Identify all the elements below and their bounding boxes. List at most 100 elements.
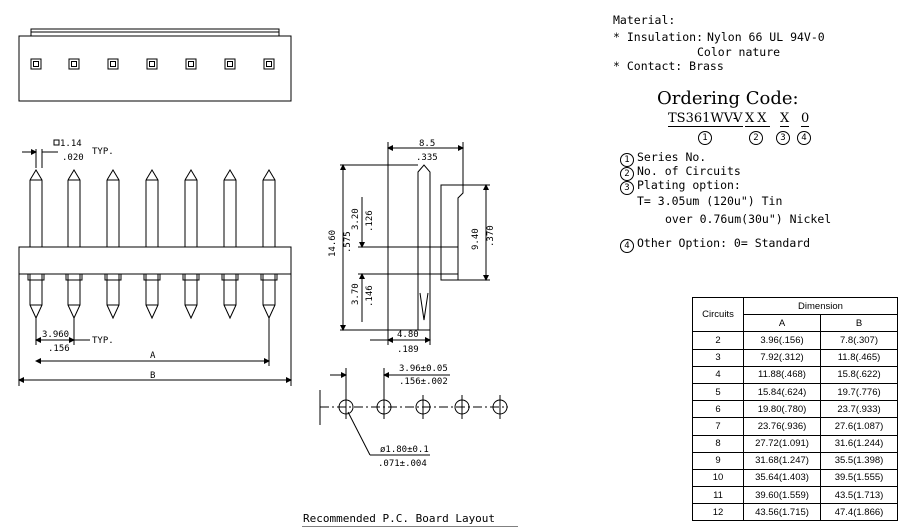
table-cell-circuits: 4 (692, 365, 744, 384)
table-cell-b: 47.4(1.866) (820, 503, 898, 522)
top-view (18, 28, 292, 102)
base-mm: 4.80 (397, 330, 419, 340)
table-header-dimension: Dimension (743, 296, 898, 316)
table-cell-b: 23.7(.933) (820, 400, 898, 419)
table-cell-b: 27.6(1.087) (820, 417, 898, 436)
table-cell-b: 19.7(.776) (820, 382, 898, 402)
hole-dia-mm: ø1.80±0.1 (380, 445, 429, 455)
legend-marker-1: 1 (620, 153, 634, 167)
ordering-plating-field: X (780, 111, 790, 127)
table-cell-b: 11.8(.465) (820, 348, 898, 367)
dim-a-label: A (150, 351, 156, 361)
table-cell-circuits: 12 (692, 503, 744, 522)
table-cell-circuits: 11 (692, 486, 744, 505)
pcb-caption: Recommended P.C. Board Layout (303, 512, 495, 525)
top-pin-square (30, 58, 42, 70)
ordering-marker-2: 2 (749, 131, 763, 145)
ordering-prefix: TS361WVV (668, 111, 743, 127)
table-cell-a: 11.88(.468) (743, 365, 821, 384)
ordering-title: Ordering Code: (657, 88, 799, 109)
pcb-hole (376, 395, 392, 419)
top-pin-square (146, 58, 158, 70)
pitch-typ-label: TYP. (92, 336, 114, 346)
ordering-marker-1: 1 (698, 131, 712, 145)
table-cell-a: 7.92(.312) (743, 348, 821, 367)
table-cell-a: 43.56(1.715) (743, 503, 821, 522)
front-pin (27, 169, 45, 320)
table-cell-b: 7.8(.307) (820, 331, 898, 350)
table-cell-circuits: 8 (692, 434, 744, 453)
height-in: .575 (343, 231, 353, 253)
color-value: Color nature (697, 45, 781, 59)
front-pin (65, 169, 83, 320)
lower-in: .146 (365, 285, 375, 307)
hole-dia-in: .071±.004 (378, 459, 427, 469)
lower-mm: 3.70 (351, 283, 361, 305)
table-cell-circuits: 2 (692, 331, 744, 350)
table-cell-a: 23.76(.936) (743, 417, 821, 436)
front-pin (104, 169, 122, 320)
pcb-layout (302, 368, 518, 527)
pcb-hole (338, 395, 354, 419)
front-pin (143, 169, 161, 320)
table-cell-a: 27.72(1.091) (743, 434, 821, 453)
ordering-dash: - (733, 111, 738, 126)
legend-marker-4: 4 (620, 239, 634, 253)
pcb-pitch-mm: 3.96±0.05 (399, 364, 448, 374)
contact-value: * Contact: Brass (613, 59, 724, 73)
table-cell-circuits: 3 (692, 348, 744, 367)
table-header-circuits: Circuits (692, 296, 744, 333)
table-cell-a: 19.80(.780) (743, 400, 821, 419)
upper-mm: 3.20 (351, 208, 361, 230)
front-pin (260, 169, 278, 320)
top-pin-square (263, 58, 275, 70)
side-view (340, 142, 490, 345)
pcb-hole (415, 395, 431, 419)
table-cell-a: 39.60(1.559) (743, 486, 821, 505)
table-cell-circuits: 9 (692, 451, 744, 470)
insulation-label: * Insulation: (613, 30, 704, 44)
legend-plating-nickel: over 0.76um(30u") Nickel (665, 212, 832, 226)
pitch-mm: 3.960 (42, 330, 69, 340)
pcb-hole (492, 395, 508, 419)
table-cell-b: 31.6(1.244) (820, 434, 898, 453)
base-in: .189 (397, 345, 419, 355)
dim-b-label: B (150, 371, 155, 381)
pcb-pitch-in: .156±.002 (399, 377, 448, 387)
right-in: .370 (486, 225, 496, 247)
pin-square-mm: 1.14 (60, 139, 82, 149)
top-pin-square (185, 58, 197, 70)
pitch-in: .156 (48, 344, 70, 354)
table-cell-circuits: 6 (692, 400, 744, 419)
table-cell-a: 15.84(.624) (743, 382, 821, 402)
front-view (18, 139, 292, 386)
height-mm: 14.60 (328, 230, 338, 257)
pcb-hole (454, 395, 470, 419)
legend-marker-2: 2 (620, 167, 634, 181)
table-cell-a: 31.68(1.247) (743, 451, 821, 470)
table-cell-circuits: 7 (692, 417, 744, 436)
table-cell-circuits: 10 (692, 468, 744, 488)
front-pin (221, 169, 239, 320)
material-title: Material: (613, 13, 676, 27)
table-cell-a: 35.64(1.403) (743, 468, 821, 488)
table-cell-b: 15.8(.622) (820, 365, 898, 384)
table-header-a: A (743, 314, 821, 333)
table-cell-a: 3.96(.156) (743, 331, 821, 350)
side-top-mm: 8.5 (419, 139, 435, 149)
table-cell-b: 35.5(1.398) (820, 451, 898, 470)
legend-plating-tin: T= 3.05um (120u") Tin (637, 194, 783, 208)
